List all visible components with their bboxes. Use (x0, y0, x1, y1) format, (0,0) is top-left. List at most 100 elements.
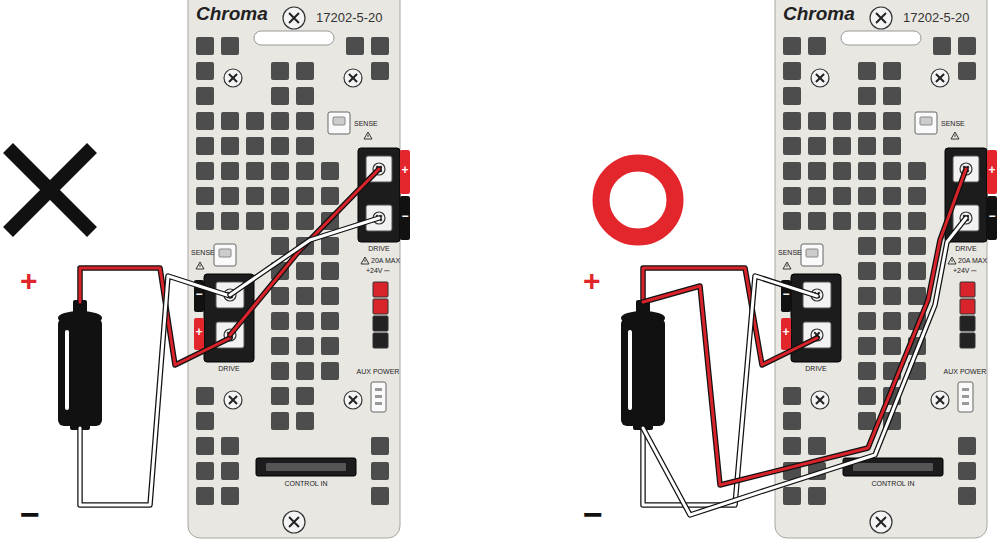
screw (283, 7, 305, 29)
wire-sheath (643, 169, 966, 485)
vent-hole (196, 187, 214, 205)
screw-slot (229, 396, 237, 404)
screw-slot (349, 396, 357, 404)
vent-hole (371, 437, 389, 455)
model-number: 17202-5-20 (316, 11, 383, 25)
vent-hole (221, 137, 239, 155)
aux-terminal (373, 333, 388, 348)
drive-block (358, 148, 400, 242)
vent-hole (196, 162, 214, 180)
vent-hole (296, 412, 314, 430)
vent-hole (783, 212, 801, 230)
vent-hole (271, 387, 289, 405)
vent-hole (858, 112, 876, 130)
vent-hole (908, 187, 926, 205)
warning-symbol (948, 257, 956, 264)
warning-symbol (196, 262, 204, 269)
polarity-mark: + (988, 164, 995, 177)
vent-hole (858, 237, 876, 255)
aux-terminal (373, 299, 388, 314)
module-panels (188, 0, 997, 538)
vent-hole (883, 162, 901, 180)
screw-head (283, 511, 305, 533)
screw-head (344, 69, 362, 87)
vent-grid (196, 37, 389, 505)
wire-core (230, 169, 379, 335)
vent-hole (221, 162, 239, 180)
screw-slot (936, 396, 944, 404)
wire-core (643, 218, 966, 515)
vent-hole (783, 187, 801, 205)
vent-hole (296, 262, 314, 280)
vent-hole (271, 412, 289, 430)
screw-slot (349, 74, 357, 82)
vent-hole (296, 312, 314, 330)
vent-hole (221, 462, 239, 480)
positive-tab (781, 318, 791, 350)
vent-hole (271, 112, 289, 130)
vent-hole (271, 287, 289, 305)
vent-hole (783, 162, 801, 180)
vent-hole (246, 212, 264, 230)
warning-symbol (783, 262, 791, 269)
vent-hole (196, 212, 214, 230)
negative-tab (400, 196, 410, 240)
vent-hole (196, 37, 214, 55)
screw-head (283, 7, 305, 29)
vent-hole (958, 62, 976, 80)
drive-label: DRIVE (805, 365, 826, 373)
screw-head (811, 69, 829, 87)
vent-hole (958, 37, 976, 55)
warning-bang (955, 135, 956, 138)
vent-hole (321, 237, 339, 255)
cross-stroke (8, 148, 92, 232)
vent-hole (883, 287, 901, 305)
panel-body (188, 0, 400, 538)
vent-hole (296, 112, 314, 130)
wire-sheath (643, 218, 966, 515)
wire (643, 169, 966, 485)
vent-hole (908, 262, 926, 280)
vent-hole (221, 212, 239, 230)
polarity-mark: + (782, 326, 789, 339)
vent-hole (271, 337, 289, 355)
aux-connector (371, 382, 386, 412)
screw-slot (289, 13, 299, 23)
vent-hole (296, 212, 314, 230)
model-number: 17202-5-20 (903, 11, 970, 25)
vent-hole (346, 37, 364, 55)
screw (344, 391, 362, 409)
vent-hole (783, 112, 801, 130)
vent-hole (196, 437, 214, 455)
vent-hole (858, 412, 876, 430)
vent-hole (271, 212, 289, 230)
screw (870, 7, 892, 29)
current-rating: 20A MAX (371, 257, 400, 265)
vent-hole (808, 212, 826, 230)
vent-hole (833, 137, 851, 155)
vent-hole (858, 162, 876, 180)
warning-triangle (364, 132, 372, 139)
screw-slot (876, 517, 886, 527)
vent-hole (908, 212, 926, 230)
vent-hole (858, 312, 876, 330)
vent-hole (858, 337, 876, 355)
vent-hole (783, 37, 801, 55)
handle-slot (254, 31, 334, 45)
wire-core (80, 276, 230, 505)
screw-head (870, 7, 892, 29)
vent-hole (321, 187, 339, 205)
vent-hole (883, 187, 901, 205)
negative-tab (987, 196, 997, 240)
vent-hole (321, 337, 339, 355)
brand-logo: Chroma (783, 4, 855, 25)
vent-hole (858, 212, 876, 230)
vent-hole (883, 337, 901, 355)
sense-connector (328, 112, 350, 134)
aux-pin (375, 395, 382, 398)
vent-hole (858, 287, 876, 305)
screw-slot (816, 74, 824, 82)
vent-hole (271, 87, 289, 105)
vent-hole (221, 37, 239, 55)
